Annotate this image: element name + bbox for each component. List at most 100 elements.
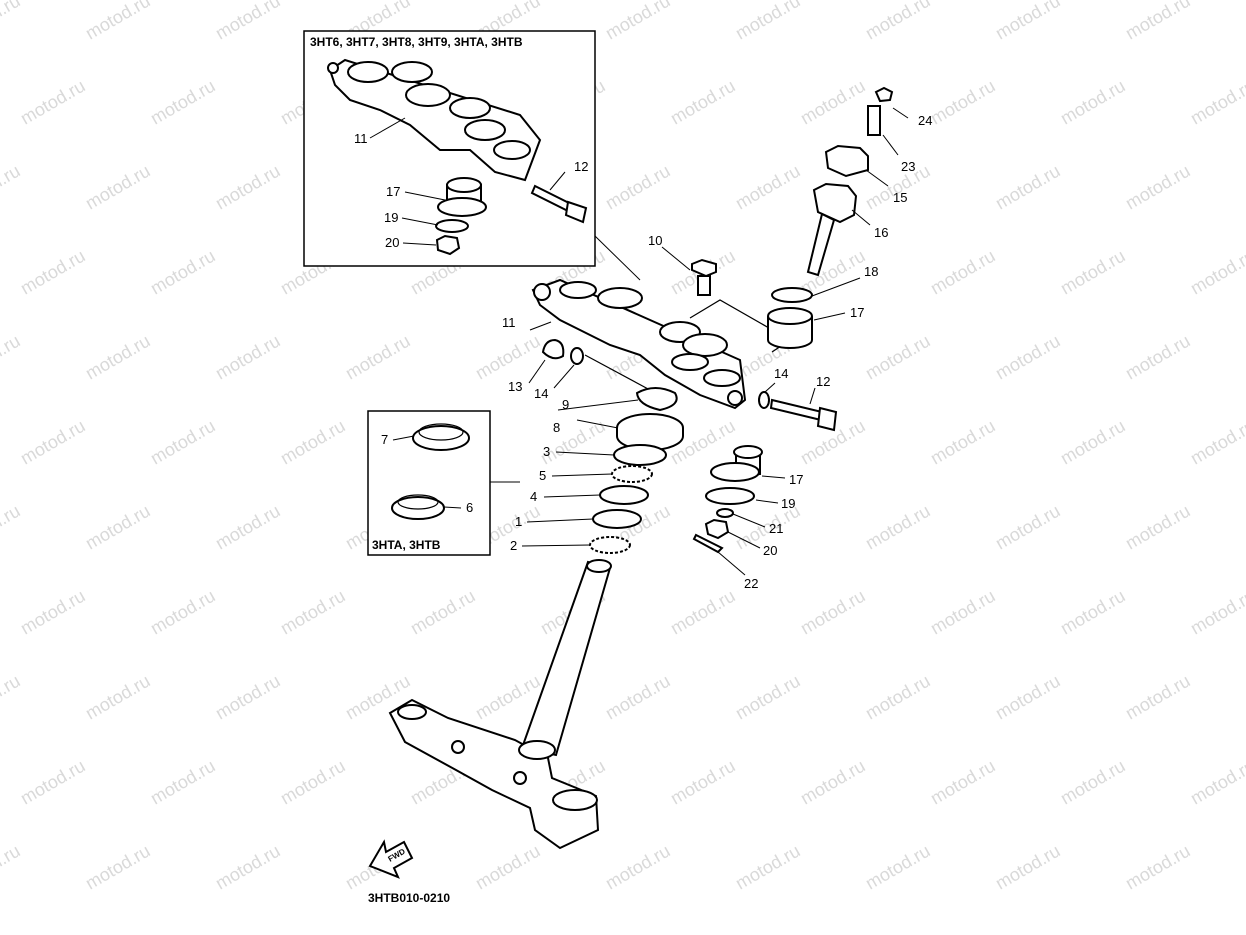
watermark-text: motod.ru bbox=[862, 841, 934, 894]
watermark-text: motod.ru bbox=[992, 0, 1064, 43]
callout-24: 24 bbox=[918, 113, 932, 128]
watermark-text: motod.ru bbox=[407, 586, 479, 639]
watermark-text: motod.ru bbox=[862, 331, 934, 384]
watermark-text: motod.ru bbox=[1057, 586, 1129, 639]
bolt-12-alt bbox=[530, 184, 588, 224]
watermark-text: motod.ru bbox=[797, 586, 869, 639]
upper-bracket bbox=[531, 278, 747, 410]
cap-13 bbox=[541, 338, 565, 360]
callout-3: 3 bbox=[543, 444, 550, 459]
watermark-text: motod.ru bbox=[992, 671, 1064, 724]
watermark-text: motod.ru bbox=[667, 756, 739, 809]
callout-2: 2 bbox=[510, 538, 517, 553]
watermark-text: motod.ru bbox=[1187, 586, 1246, 639]
watermark-text: motod.ru bbox=[147, 246, 219, 299]
seal-6 bbox=[391, 494, 445, 520]
fwd-arrow-icon: FWD bbox=[368, 839, 414, 879]
watermark-text: motod.ru bbox=[17, 246, 89, 299]
watermark-text: motod.ru bbox=[1122, 331, 1194, 384]
washer-14-right bbox=[758, 391, 770, 409]
callout-23: 23 bbox=[901, 159, 915, 174]
watermark-text: motod.ru bbox=[602, 841, 674, 894]
watermark-text: motod.ru bbox=[992, 331, 1064, 384]
watermark-text: motod.ru bbox=[472, 841, 544, 894]
nut-24 bbox=[874, 86, 894, 103]
watermark-text: motod.ru bbox=[1187, 756, 1246, 809]
callout-8: 8 bbox=[553, 420, 560, 435]
washer-14-left bbox=[570, 347, 584, 365]
watermark-text: motod.ru bbox=[147, 586, 219, 639]
watermark-text: motod.ru bbox=[147, 756, 219, 809]
watermark-text: motod.ru bbox=[927, 416, 999, 469]
cover-8 bbox=[616, 413, 684, 451]
race-3 bbox=[613, 444, 667, 466]
seal-7 bbox=[412, 423, 470, 451]
watermark-text: motod.ru bbox=[472, 331, 544, 384]
callout-6: 6 bbox=[466, 500, 473, 515]
watermark-text: motod.ru bbox=[862, 161, 934, 214]
callout-18: 18 bbox=[864, 264, 878, 279]
callout-19-main: 19 bbox=[781, 496, 795, 511]
watermark-text: motod.ru bbox=[212, 161, 284, 214]
race-4 bbox=[599, 485, 649, 505]
nut-20 bbox=[704, 518, 730, 540]
callout-22: 22 bbox=[744, 576, 758, 591]
race-1 bbox=[592, 509, 642, 529]
watermark-text: motod.ru bbox=[927, 246, 999, 299]
bolt-23 bbox=[867, 105, 881, 136]
callout-10: 10 bbox=[648, 233, 662, 248]
washer-18 bbox=[771, 287, 813, 303]
callout-12-main: 12 bbox=[816, 374, 830, 389]
watermark-text: motod.ru bbox=[732, 841, 804, 894]
callout-20: 20 bbox=[385, 235, 399, 250]
lock-washer-21 bbox=[716, 508, 734, 518]
watermark-text: motod.ru bbox=[602, 0, 674, 43]
callout-19: 19 bbox=[384, 210, 398, 225]
washer-19-alt bbox=[435, 219, 469, 233]
watermark-text: motod.ru bbox=[82, 671, 154, 724]
watermark-text: motod.ru bbox=[602, 671, 674, 724]
watermark-text: motod.ru bbox=[0, 161, 24, 214]
watermark-text: motod.ru bbox=[0, 501, 24, 554]
watermark-text: motod.ru bbox=[1122, 161, 1194, 214]
ring-nut-9 bbox=[635, 387, 678, 412]
watermark-text: motod.ru bbox=[17, 586, 89, 639]
watermark-text: motod.ru bbox=[212, 841, 284, 894]
collar-17 bbox=[710, 445, 763, 482]
watermark-text: motod.ru bbox=[212, 671, 284, 724]
callout-13: 13 bbox=[508, 379, 522, 394]
watermark-text: motod.ru bbox=[862, 501, 934, 554]
bolt-12 bbox=[769, 398, 838, 432]
watermark-text: motod.ru bbox=[862, 0, 934, 43]
callout-17-upper: 17 bbox=[850, 305, 864, 320]
watermark-text: motod.ru bbox=[1122, 671, 1194, 724]
watermark-text: motod.ru bbox=[342, 331, 414, 384]
watermark-text: motod.ru bbox=[732, 671, 804, 724]
watermark-text: motod.ru bbox=[212, 331, 284, 384]
callout-14-right: 14 bbox=[774, 366, 788, 381]
watermark-text: motod.ru bbox=[992, 841, 1064, 894]
watermark-text: motod.ru bbox=[82, 501, 154, 554]
watermark-text: motod.ru bbox=[732, 161, 804, 214]
watermark-text: motod.ru bbox=[602, 161, 674, 214]
callout-7: 7 bbox=[381, 432, 388, 447]
watermark-text: motod.ru bbox=[0, 841, 24, 894]
balls-5 bbox=[611, 465, 653, 483]
watermark-text: motod.ru bbox=[1122, 501, 1194, 554]
inset-top-caption: 3HT6, 3HT7, 3HT8, 3HT9, 3HTA, 3HTB bbox=[310, 35, 523, 49]
watermark-text: motod.ru bbox=[732, 0, 804, 43]
watermark-text: motod.ru bbox=[992, 501, 1064, 554]
watermark-text: motod.ru bbox=[1187, 416, 1246, 469]
upper-bracket-alt bbox=[327, 58, 542, 182]
callout-17: 17 bbox=[386, 184, 400, 199]
callout-21: 21 bbox=[769, 521, 783, 536]
watermark-text: motod.ru bbox=[212, 0, 284, 43]
watermark-text: motod.ru bbox=[927, 76, 999, 129]
watermark-text: motod.ru bbox=[797, 76, 869, 129]
holder-upper-15 bbox=[824, 144, 869, 178]
nut-20-alt bbox=[435, 234, 461, 256]
callout-20-main: 20 bbox=[763, 543, 777, 558]
watermark-text: motod.ru bbox=[0, 0, 24, 43]
callout-4: 4 bbox=[530, 489, 537, 504]
